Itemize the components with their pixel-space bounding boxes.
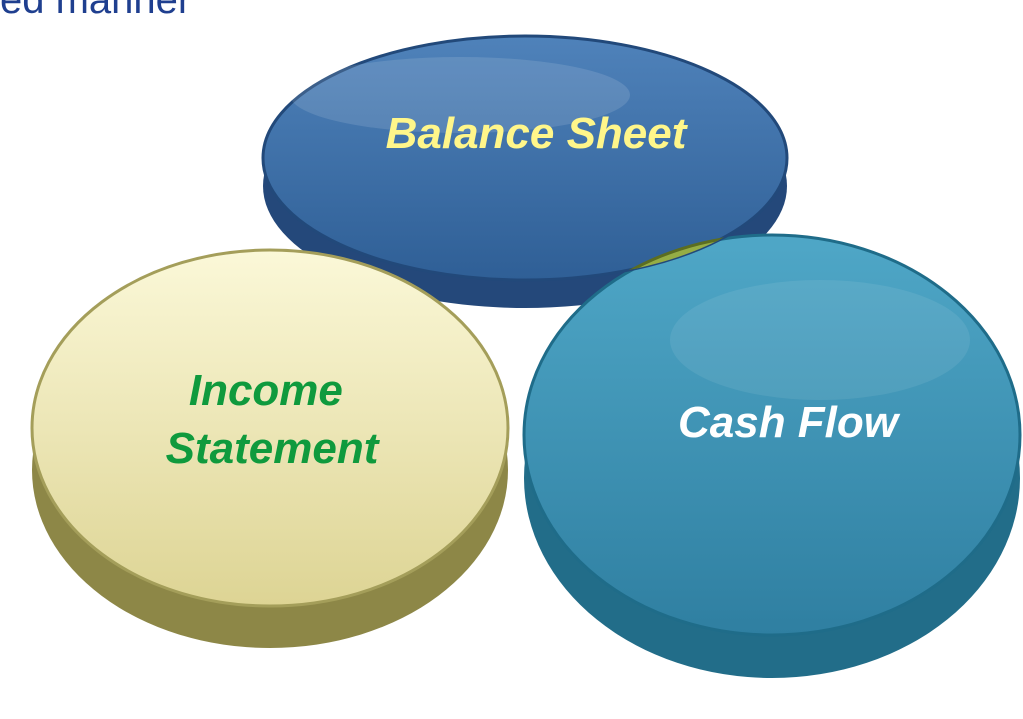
balance-sheet-gloss [290, 57, 630, 133]
cash-flow-gloss [670, 280, 970, 400]
heading-fragment: ed manner [0, 0, 192, 22]
cash-flow-label: Cash Flow [678, 398, 901, 447]
cash-flow-circle [522, 233, 1022, 637]
income-statement-label: Income Statement [166, 366, 381, 473]
balance-sheet-circle [261, 34, 789, 282]
income-statement-circle [30, 248, 510, 608]
balance-sheet-label: Balance Sheet [386, 109, 689, 158]
